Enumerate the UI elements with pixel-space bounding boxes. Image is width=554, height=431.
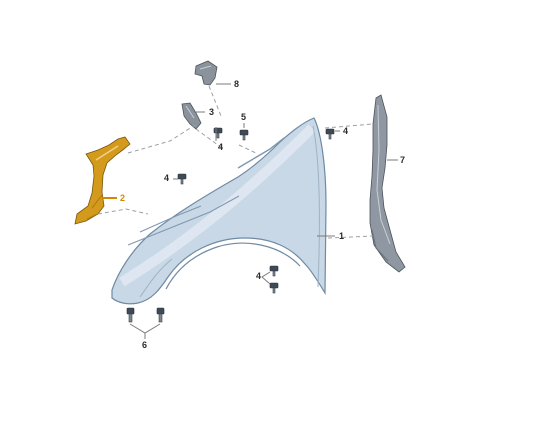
fastener-screw-4 (325, 128, 335, 140)
upper-support-part (194, 60, 218, 86)
callout-3: 3 (209, 107, 214, 117)
callout-5: 5 (241, 112, 246, 122)
arch-liner-part (369, 94, 406, 273)
fender-panel (111, 117, 327, 305)
callout-7: 7 (400, 155, 405, 165)
front-bracket-part (74, 136, 131, 225)
callout-4-left: 4 (164, 173, 169, 183)
fastener-screw-2 (177, 173, 187, 185)
leader-lines (102, 83, 398, 339)
fastener-screw-1 (213, 127, 223, 139)
callout-4-bottom: 4 (256, 271, 261, 281)
fastener-screw-3 (239, 129, 249, 141)
assembly-guides (97, 85, 374, 239)
callout-6: 6 (142, 340, 147, 350)
callout-2: 2 (120, 193, 125, 203)
fastener-screw-5 (269, 265, 279, 294)
callout-8: 8 (234, 79, 239, 89)
callout-4-top: 4 (218, 142, 223, 152)
callout-1: 1 (339, 231, 344, 241)
mount-bracket-part (181, 102, 202, 130)
fastener-clip-6 (126, 307, 165, 323)
callout-labels: 1 2 3 4 4 4 4 5 6 7 8 (120, 79, 405, 350)
callout-4-right: 4 (343, 126, 348, 136)
